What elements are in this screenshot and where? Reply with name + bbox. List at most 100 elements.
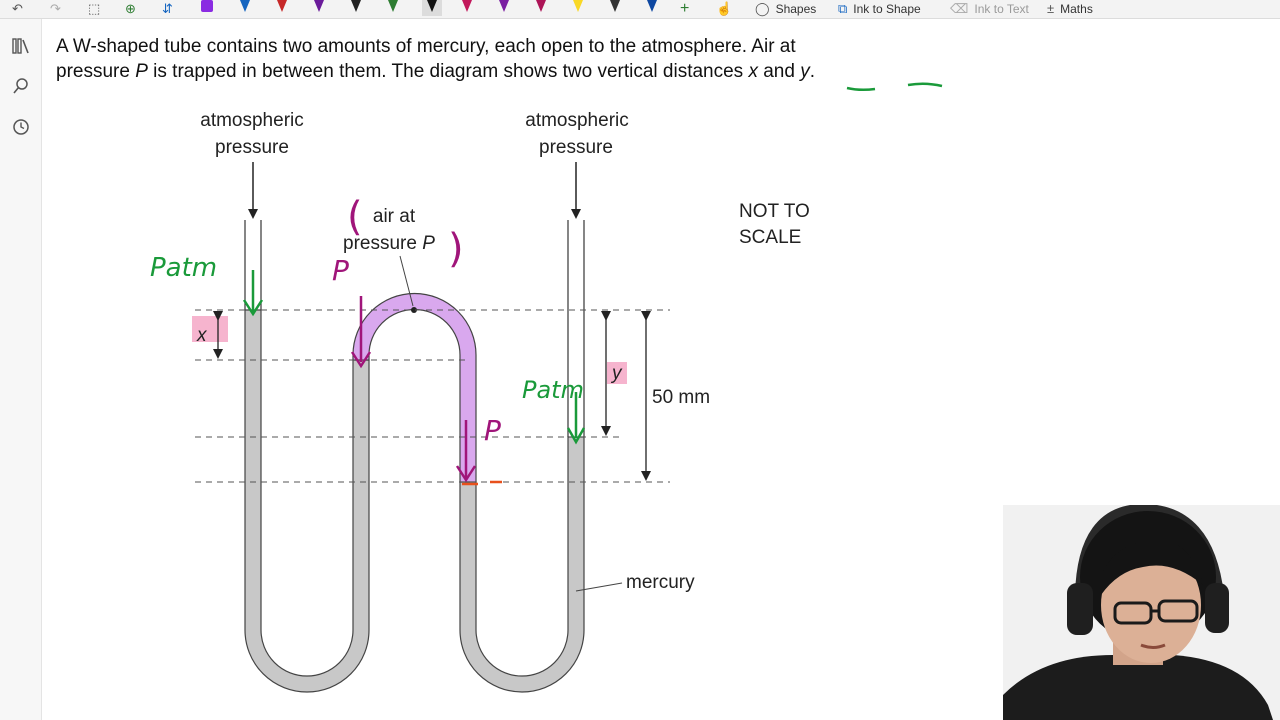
level-lines (195, 309, 670, 483)
label-x: x (196, 325, 208, 346)
air-label-text: pressure (343, 233, 422, 254)
pen-tip-icon (462, 0, 472, 12)
pen-tool-8[interactable] (460, 0, 474, 16)
pen-tip-icon (499, 0, 509, 12)
maths-label: Maths (1060, 2, 1093, 16)
mercury-pointer-line (575, 582, 623, 592)
ink-arrowhead (350, 351, 372, 369)
ink-arrowhead (242, 299, 264, 317)
label-y: y (610, 363, 623, 384)
atm-label-left-1: atmospheric (200, 110, 304, 131)
question-var-p: P (135, 61, 148, 82)
question-line-2: pressure P is trapped in between them. T… (56, 59, 1002, 84)
add-space-icon: ⊕ (125, 1, 136, 16)
pen-tool-1[interactable] (200, 0, 214, 16)
atm-label-left-2: pressure (215, 137, 289, 158)
search-button[interactable] (10, 75, 32, 97)
pen-tool-3[interactable] (275, 0, 289, 16)
maths-icon: ± (1047, 1, 1055, 16)
ink-to-shape-button[interactable]: ⧉ Ink to Shape (838, 0, 921, 18)
shapes-label: Shapes (775, 2, 817, 16)
mercury-left (244, 309, 370, 693)
insert-space-icon: ⇵ (162, 1, 173, 16)
question-text: A W-shaped tube contains two amounts of … (56, 34, 1002, 84)
pen-tip-icon (536, 0, 546, 12)
recent-button[interactable] (10, 116, 32, 138)
pen-tool-active[interactable] (422, 0, 442, 16)
pen-tool-13[interactable] (645, 0, 659, 16)
add-space-button[interactable]: ⊕ (125, 0, 136, 18)
ink-p-left: P (332, 254, 349, 287)
pen-tip-icon (388, 0, 398, 12)
undo-button[interactable]: ↶ (12, 0, 23, 18)
pen-tip-icon (573, 0, 583, 12)
ink-arrowhead (566, 427, 586, 445)
question-text-span: pressure (56, 61, 136, 82)
ink-to-text-button[interactable]: ⌫ Ink to Text (950, 0, 1029, 18)
pen-tip-icon (647, 0, 657, 12)
pen-tip-icon (314, 0, 324, 12)
question-text-span: and (757, 61, 801, 82)
pen-tip-icon (427, 0, 437, 12)
notebooks-icon (12, 38, 29, 54)
shapes-button[interactable]: ◯ Shapes (755, 0, 816, 18)
ink-patm-right: Patm (522, 376, 584, 404)
highlighter-yellow[interactable] (571, 0, 585, 16)
ink-underline-y (907, 82, 943, 88)
pen-tool-9[interactable] (497, 0, 511, 16)
pen-tip-icon (240, 0, 250, 12)
maths-button[interactable]: ± Maths (1047, 0, 1093, 18)
navigation-rail (0, 19, 42, 720)
lasso-select-icon: ⬚ (88, 1, 101, 16)
ribbon-toolbar: ↶ ↷ ⬚ ⊕ ⇵ + ☝ ◯ Shapes ⧉ Ink to Shape ⌫ … (0, 0, 1280, 19)
ink-p-right: P (484, 414, 501, 447)
touch-draw-button[interactable]: ☝ (716, 0, 732, 18)
highlight-y (607, 362, 627, 384)
presenter-webcam (1003, 505, 1280, 720)
plus-icon: + (680, 0, 690, 17)
pen-tool-12[interactable] (608, 0, 622, 16)
ink-to-shape-icon: ⧉ (838, 1, 848, 16)
insert-space-button[interactable]: ⇵ (162, 0, 173, 18)
pen-tool-10[interactable] (534, 0, 548, 16)
question-line-1: A W-shaped tube contains two amounts of … (56, 36, 796, 57)
question-text-span: . (809, 61, 815, 82)
not-to-scale-2: SCALE (739, 227, 801, 248)
notebooks-button[interactable] (10, 35, 32, 57)
ink-to-text-icon: ⌫ (950, 1, 969, 16)
pen-tool-5[interactable] (349, 0, 363, 16)
question-text-span: is trapped in between them. The diagram … (147, 61, 749, 82)
hand-icon: ☝ (716, 1, 733, 16)
lasso-select-button[interactable]: ⬚ (88, 0, 100, 18)
pen-tool-6[interactable] (386, 0, 400, 16)
label-mercury: mercury (626, 572, 695, 593)
pen-tip-icon (610, 0, 620, 12)
pen-tip-icon (351, 0, 361, 12)
add-pen-button[interactable]: + (680, 0, 689, 18)
ink-to-text-label: Ink to Text (974, 2, 1029, 16)
question-var-x: x (748, 61, 758, 82)
question-var-y: y (800, 61, 810, 82)
air-label-1: air at (373, 206, 416, 227)
atm-label-right-1: atmospheric (525, 110, 629, 131)
ink-bracket-open: ( (347, 194, 363, 240)
shapes-icon: ◯ (755, 1, 770, 16)
atm-label-right-2: pressure (539, 137, 613, 158)
not-to-scale-1: NOT TO (739, 201, 810, 222)
redo-button[interactable]: ↷ (50, 0, 61, 18)
presenter-image (1003, 505, 1280, 720)
air-pointer-line (399, 255, 414, 307)
ink-to-shape-label: Ink to Shape (853, 2, 921, 16)
pen-tool-2[interactable] (238, 0, 252, 16)
mercury-right (459, 436, 585, 693)
air-label-p: P (422, 233, 435, 254)
ink-underline-x (846, 86, 876, 92)
pen-tool-4[interactable] (312, 0, 326, 16)
air-pointer-dot (411, 307, 417, 313)
search-icon (13, 78, 28, 94)
ink-orange-mark (462, 480, 502, 486)
trapped-air (352, 292, 477, 483)
ink-patm-left: Patm (150, 253, 217, 283)
label-50mm: 50 mm (652, 387, 710, 408)
